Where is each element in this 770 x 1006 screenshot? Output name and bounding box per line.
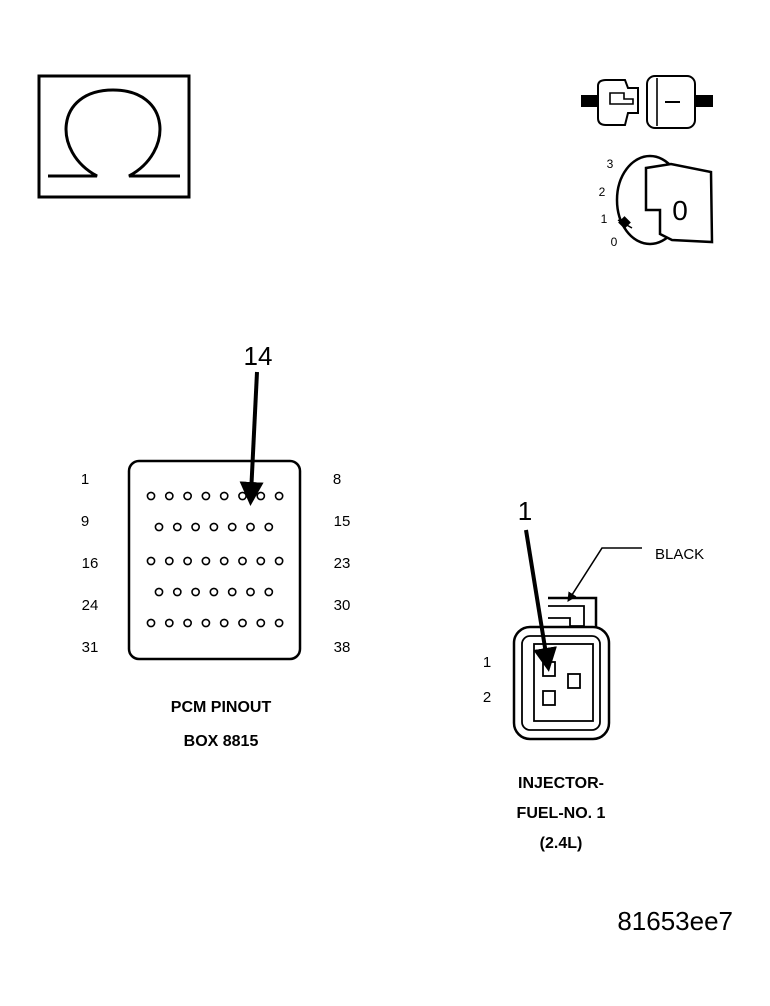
pin-row-start-label: 9 <box>81 513 89 530</box>
disconnect-connector-icon <box>581 75 713 129</box>
pcm-pin <box>201 556 211 566</box>
pcm-pin <box>238 556 247 566</box>
injector-caption: (2.4L) <box>540 835 583 852</box>
pcm-pin <box>164 491 174 501</box>
pcm-pin <box>264 587 274 597</box>
pcm-pin <box>172 522 182 532</box>
pcm-pin <box>164 618 174 628</box>
pin-callout-arrow <box>524 529 557 672</box>
injector-pin-label: 2 <box>483 689 491 706</box>
pcm-pin <box>146 618 156 628</box>
color-callout-leader <box>567 547 642 603</box>
pcm-pin <box>191 587 200 597</box>
pcm-pin <box>246 587 255 597</box>
injector-pin-label: 1 <box>483 654 491 671</box>
pcm-pin <box>219 491 229 501</box>
pcm-pin <box>201 618 211 628</box>
pcm-pin <box>219 556 229 566</box>
injector-terminal <box>567 673 581 689</box>
pin-row-start-label: 31 <box>82 639 99 656</box>
pcm-pin <box>146 491 156 501</box>
pcm-pin <box>183 556 192 566</box>
pcm-pin <box>172 587 182 597</box>
pin-row-end-label: 8 <box>333 471 341 488</box>
pcm-pin <box>274 618 284 628</box>
injector-connector: 1 BLACK 1 2 INJECTOR- FUEL-NO. 1 (2.4L) <box>483 496 704 852</box>
pin-row-end-label: 30 <box>334 597 351 614</box>
key-position-label: 2 <box>599 185 606 199</box>
key-off-label: 0 <box>672 195 688 226</box>
pcm-caption: PCM PINOUT <box>171 699 272 716</box>
pcm-pin <box>256 491 266 501</box>
key-position-label: 0 <box>611 235 618 249</box>
injector-caption: INJECTOR- <box>518 775 604 792</box>
key-position-label: 3 <box>607 157 614 171</box>
pcm-pin <box>209 587 219 597</box>
pcm-pin <box>227 522 237 532</box>
pcm-pin <box>183 491 192 501</box>
pcm-pin <box>201 491 211 501</box>
connector-color-label: BLACK <box>655 546 704 563</box>
pcm-pin <box>191 522 200 532</box>
pcm-pin <box>274 556 284 566</box>
pcm-pin-grid <box>146 491 284 628</box>
pin-row-start-label: 16 <box>82 555 99 572</box>
pcm-connector: 14 1 9 16 24 31 8 15 23 30 38 PCM PINOUT… <box>81 341 351 750</box>
pcm-pin <box>183 618 192 628</box>
injector-caption: FUEL-NO. 1 <box>517 805 606 822</box>
key-position-label: 1 <box>601 212 608 226</box>
pcm-pin <box>238 618 247 628</box>
pcm-pin <box>264 522 274 532</box>
pcm-pin <box>256 556 266 566</box>
pcm-pin <box>164 556 174 566</box>
pin-row-start-label: 1 <box>81 471 89 488</box>
pcm-pin <box>154 587 164 597</box>
ignition-switch-icon: 3 2 1 0 0 <box>599 154 714 249</box>
pcm-pin <box>238 491 247 501</box>
pin-callout-number: 1 <box>518 496 532 526</box>
pin-row-end-label: 15 <box>334 513 351 530</box>
pcm-pin <box>274 491 284 501</box>
pcm-pin <box>209 522 219 532</box>
figure-id: 81653ee7 <box>617 906 733 936</box>
pin-row-start-label: 24 <box>82 597 99 614</box>
pcm-pin <box>246 522 255 532</box>
pcm-pin <box>146 556 156 566</box>
pin-callout-arrow <box>239 371 264 506</box>
pcm-pin <box>227 587 237 597</box>
injector-terminal-2 <box>542 690 556 706</box>
pcm-pin <box>219 618 229 628</box>
pin-callout-number: 14 <box>244 341 273 371</box>
ohmmeter-icon <box>37 74 191 199</box>
pcm-pin <box>256 618 266 628</box>
pin-row-end-label: 38 <box>334 639 351 656</box>
pin-row-end-label: 23 <box>334 555 351 572</box>
pcm-caption: BOX 8815 <box>184 733 259 750</box>
pcm-pin <box>154 522 164 532</box>
